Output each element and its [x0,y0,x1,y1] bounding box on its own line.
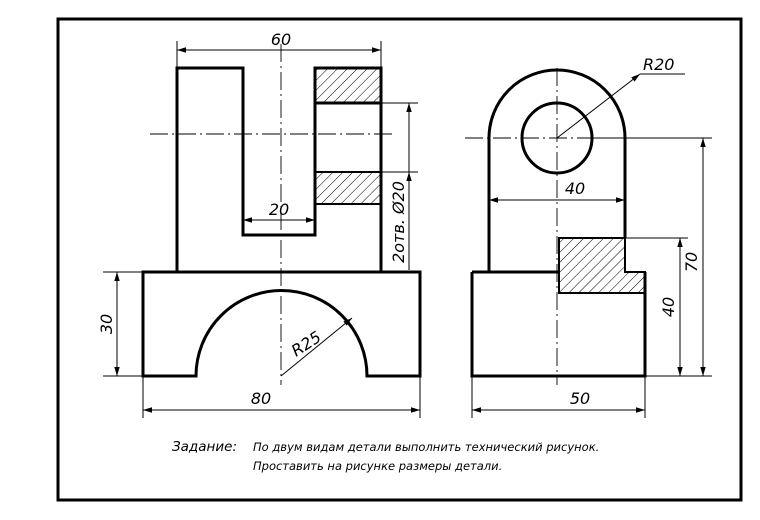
front-section-top [314,67,382,104]
drawing-frame [56,17,743,502]
side-view: R20 40 70 40 50 [465,55,712,418]
dim-holes: 2отв. Ø20 [389,181,408,263]
dim-60: 60 [271,30,291,49]
dim-50: 50 [570,389,590,408]
task-text: Задание: По двум видам детали выполнить … [172,439,599,473]
task-label: Задание: [172,439,237,455]
front-base-outline [141,270,422,378]
dim-30: 30 [97,314,116,334]
side-section [558,237,646,294]
front-view: 60 20 2отв. Ø20 30 R25 80 [97,30,422,418]
dim-r20: R20 [643,55,674,74]
side-base-outline [470,270,647,378]
dim-20: 20 [269,200,289,219]
task-line-1: По двум видам детали выполнить техническ… [253,440,599,454]
dim-80: 80 [251,389,271,408]
dim-40-horizontal: 40 [565,179,585,198]
front-section-mid [314,171,382,205]
dim-70: 70 [682,252,701,272]
task-line-2: Проставить на рисунке размеры детали. [253,459,502,473]
dim-40-vertical: 40 [659,297,678,317]
